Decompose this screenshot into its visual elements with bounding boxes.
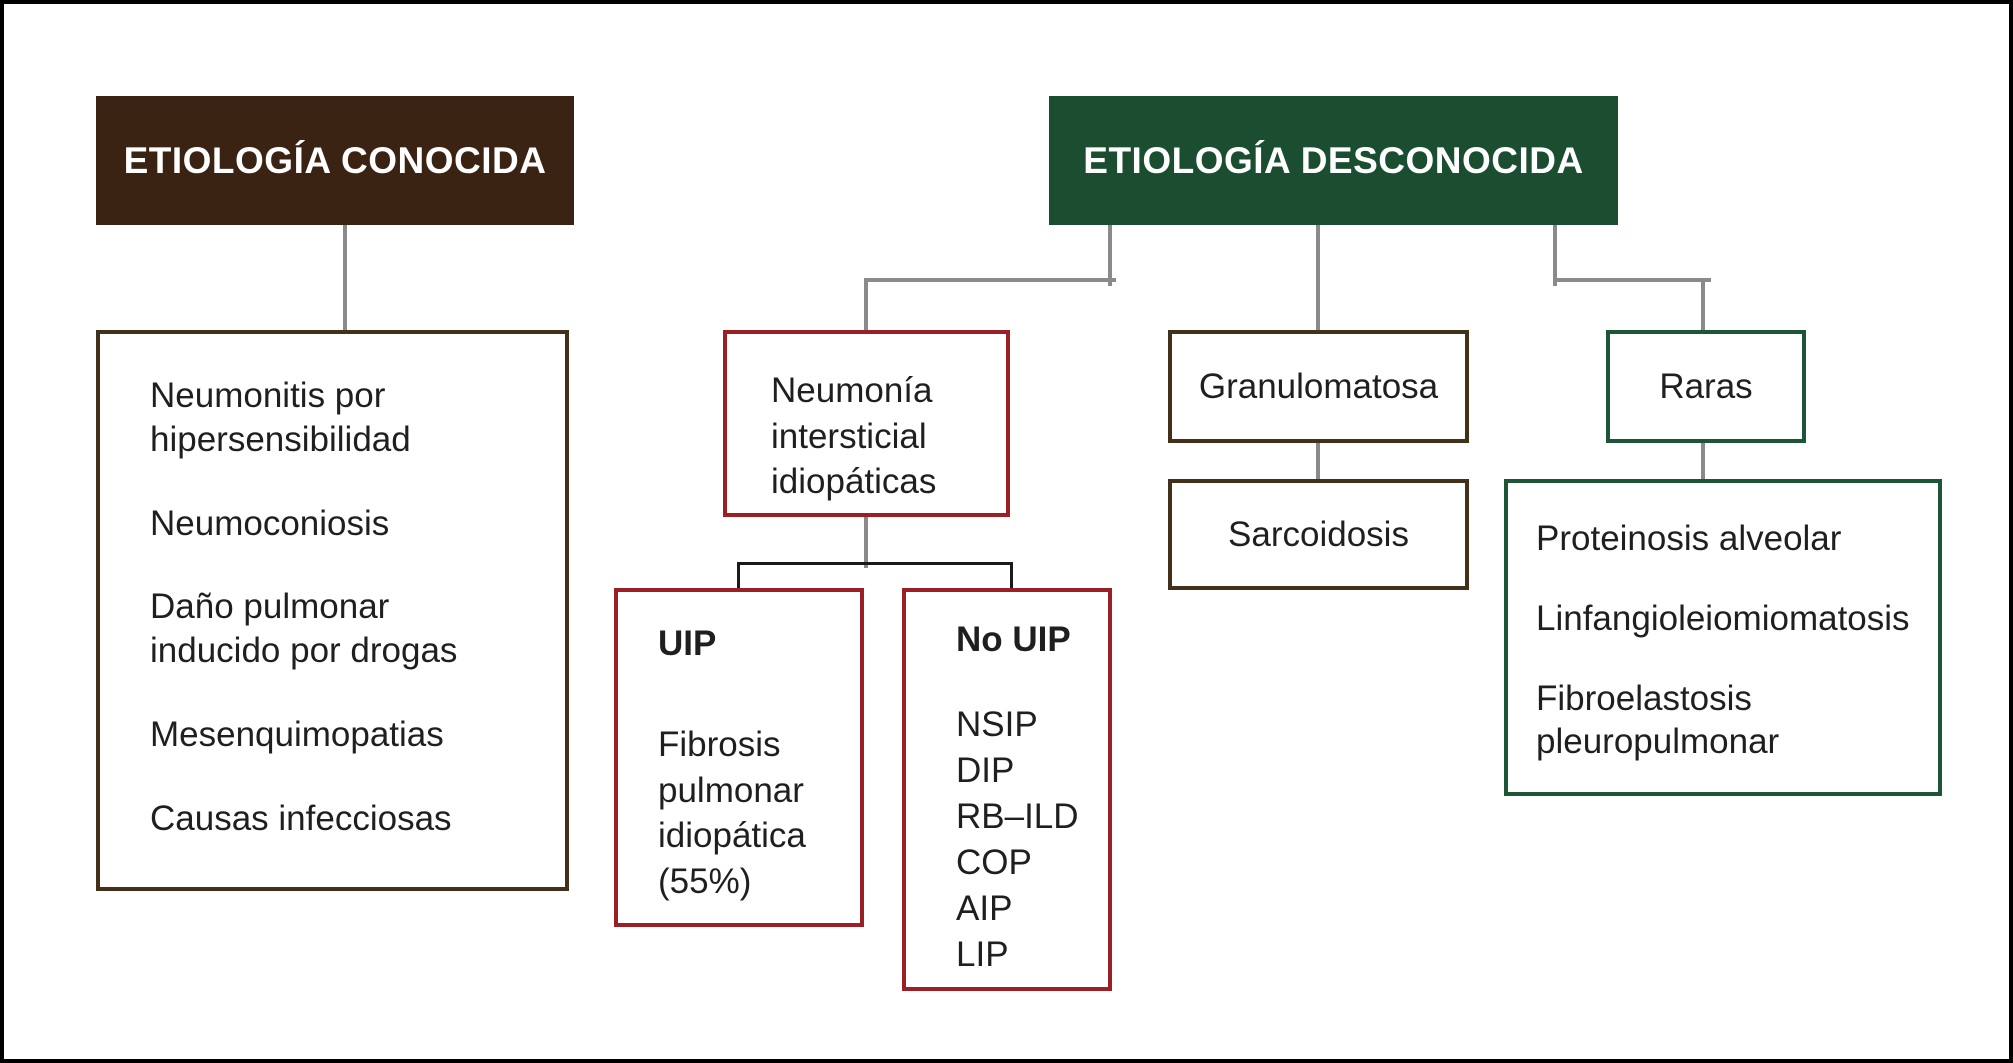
list-item: Mesenquimopatias [150,714,444,754]
list-item: AIP [956,889,1013,928]
uip-title: UIP [658,624,717,663]
etiologia-conocida-header: ETIOLOGÍA CONOCIDA [96,96,574,225]
list-item: Neumonitis por hipersensibilidad [150,376,411,459]
connector-granulomatosa-sarcoidosis [1316,443,1320,483]
connector-unknown-middle-drop [1316,225,1320,334]
no-uip-list: NSIP DIP RB–ILD COP AIP LIP [906,660,1108,978]
list-item: RB–ILD [956,797,1079,836]
no-uip-box: No UIP NSIP DIP RB–ILD COP AIP LIP [902,588,1112,991]
connector-unknown-right-down [1701,278,1705,334]
list-item: Neumoconiosis [150,503,390,543]
neumonia-intersticial-label: Neumonía intersticial idiopáticas [771,371,937,501]
connector-known-vertical [343,225,347,330]
connector-split-left [737,562,740,592]
raras-list-box: Proteinosis alveolar Linfangioleiomiomat… [1504,479,1942,796]
uip-body: Fibrosis pulmonar idiopática (55%) [658,725,806,901]
list-item: COP [956,843,1032,882]
list-item: LIP [956,935,1009,974]
connector-raras-list [1701,443,1705,483]
connector-unknown-left-down [864,278,868,334]
known-causes-box: Neumonitis por hipersensibilidad Neumoco… [96,330,569,891]
list-item: NSIP [956,705,1038,744]
raras-list: Proteinosis alveolar Linfangioleiomiomat… [1508,483,1938,764]
connector-unknown-left-elbow [864,278,1116,282]
uip-box: UIP Fibrosis pulmonar idiopática (55%) [614,588,864,927]
raras-box: Raras [1606,330,1806,443]
granulomatosa-box: Granulomatosa [1168,330,1469,443]
connector-unknown-right-drop [1553,225,1557,286]
list-item: Causas infecciosas [150,798,452,838]
list-item: Linfangioleiomiomatosis [1536,598,1910,638]
list-item: Daño pulmonar inducido por drogas [150,587,458,670]
list-item: DIP [956,751,1015,790]
connector-split-horizontal [737,562,1013,565]
connector-unknown-left-drop [1108,225,1112,286]
connector-split-right [1010,562,1013,592]
neumonia-intersticial-box: Neumonía intersticial idiopáticas [723,330,1010,517]
etiologia-desconocida-header: ETIOLOGÍA DESCONOCIDA [1049,96,1618,225]
no-uip-title: No UIP [956,620,1071,659]
sarcoidosis-box: Sarcoidosis [1168,479,1469,590]
known-causes-list: Neumonitis por hipersensibilidad Neumoco… [100,334,565,840]
list-item: Fibroelastosis pleuropulmonar [1536,678,1780,762]
connector-unknown-right-elbow [1553,278,1711,282]
connector-nii-stub [864,517,868,568]
list-item: Proteinosis alveolar [1536,519,1842,558]
